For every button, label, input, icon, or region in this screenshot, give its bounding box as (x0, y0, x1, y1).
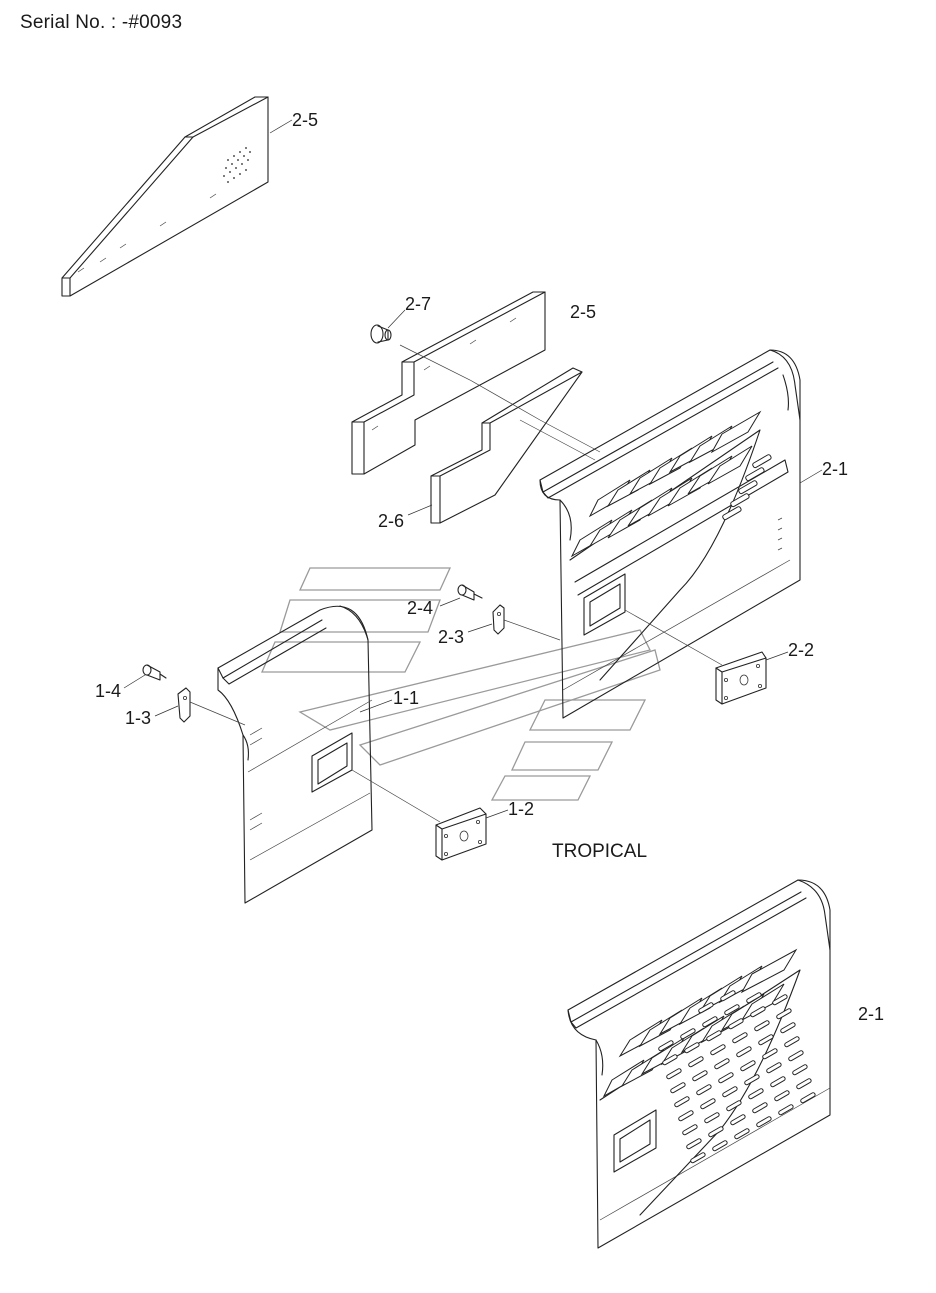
grille-slot (658, 1040, 674, 1052)
grille-slot (686, 1138, 702, 1150)
grille-slot (748, 1088, 764, 1100)
insulation-pad-2-5-mid (351, 291, 546, 475)
callout-2-1-main: 2-1 (822, 459, 848, 479)
grille-slot (698, 1002, 714, 1014)
grille-slot (690, 1152, 706, 1164)
leader-1-3 (154, 705, 179, 717)
grille-slot (684, 1042, 700, 1054)
grille-slot (666, 1068, 682, 1080)
grille-slot (754, 1020, 770, 1032)
grille-slot (784, 1036, 800, 1048)
grille-slot (720, 990, 736, 1002)
grille-slot (700, 1098, 716, 1110)
grille-slot (678, 1110, 694, 1122)
callout-2-4: 2-4 (407, 598, 433, 618)
grille-slot (774, 1090, 790, 1102)
grille-slot (682, 1124, 698, 1136)
latch-1-2 (435, 807, 487, 861)
latch-2-2 (715, 651, 767, 705)
callout-2-3: 2-3 (438, 627, 464, 647)
grille-slot (708, 1126, 724, 1138)
grille-slot (726, 1100, 742, 1112)
callout-2-6: 2-6 (378, 511, 404, 531)
door-panel-2-1 (539, 349, 801, 719)
leader-1-2 (485, 809, 509, 819)
grille-slot (692, 1070, 708, 1082)
tropical-variant-label: TROPICAL (552, 841, 647, 862)
leader-2-5-top (269, 119, 293, 134)
leader-2-7 (387, 309, 406, 329)
grille-slot (800, 1092, 816, 1104)
callout-1-2: 1-2 (508, 799, 534, 819)
grille-slot (744, 1074, 760, 1086)
grille-slot (714, 1058, 730, 1070)
callout-2-5-top: 2-5 (292, 110, 318, 130)
door-panel-1-1 (217, 605, 373, 904)
callout-1-4: 1-4 (95, 681, 121, 701)
callout-2-1-tropical: 2-1 (858, 1004, 884, 1024)
grille-slot (704, 1112, 720, 1124)
callout-2-5-mid: 2-5 (570, 302, 596, 322)
bracket-2-3 (492, 604, 505, 635)
bracket-1-3 (177, 687, 191, 723)
grille-slot (772, 994, 788, 1006)
grille-slot (732, 1032, 748, 1044)
grille-slot (680, 1028, 696, 1040)
grille-slot (756, 1116, 772, 1128)
grille-slot (758, 1034, 774, 1046)
grille-slot (696, 1084, 712, 1096)
callout-1-1: 1-1 (393, 688, 419, 708)
leader-2-6 (407, 504, 433, 516)
grille-slot (674, 1096, 690, 1108)
grille-slot (662, 1054, 678, 1066)
leader-2-2 (765, 651, 789, 661)
grille-slot (734, 1128, 750, 1140)
grille-slot (740, 1060, 756, 1072)
grille-slot (752, 1102, 768, 1114)
grille-slot (730, 1114, 746, 1126)
grille-slot (788, 1050, 804, 1062)
insulation-pad-2-5-top (61, 96, 269, 297)
leader-2-4 (439, 597, 461, 607)
grille-slot (718, 1072, 734, 1084)
leader-2-3 (467, 623, 493, 633)
leader-2-1-main (799, 469, 823, 484)
callout-2-2: 2-2 (788, 640, 814, 660)
grille-slot (722, 1086, 738, 1098)
grille-slot (780, 1022, 796, 1034)
bolt-2-4 (457, 584, 483, 601)
grille-slot (728, 1018, 744, 1030)
callout-1-3: 1-3 (125, 708, 151, 728)
grille-slot (750, 1006, 766, 1018)
grille-slot (766, 1062, 782, 1074)
door-panel-2-1-tropical (567, 879, 831, 1249)
grille-slot (736, 1046, 752, 1058)
clip-2-7 (370, 324, 392, 344)
bolt-1-4 (142, 664, 167, 681)
grille-slot (670, 1082, 686, 1094)
grille-slot (702, 1016, 718, 1028)
grille-slot (776, 1008, 792, 1020)
grille-slot (770, 1076, 786, 1088)
grille-slot (762, 1048, 778, 1060)
grille-slot (712, 1140, 728, 1152)
leader-1-1 (359, 699, 393, 713)
grille-slot (724, 1004, 740, 1016)
grille-slot (710, 1044, 726, 1056)
grille-slot (688, 1056, 704, 1068)
leader-1-4 (123, 674, 146, 689)
callout-2-7: 2-7 (405, 294, 431, 314)
serial-number: Serial No. : -#0093 (20, 12, 183, 33)
grille-slot (792, 1064, 808, 1076)
grille-slot (796, 1078, 812, 1090)
grille-slot (746, 992, 762, 1004)
grille-slot (778, 1104, 794, 1116)
watermark-logo (261, 567, 661, 801)
grille-slot (706, 1030, 722, 1042)
insulation-pad-2-6 (430, 367, 583, 524)
